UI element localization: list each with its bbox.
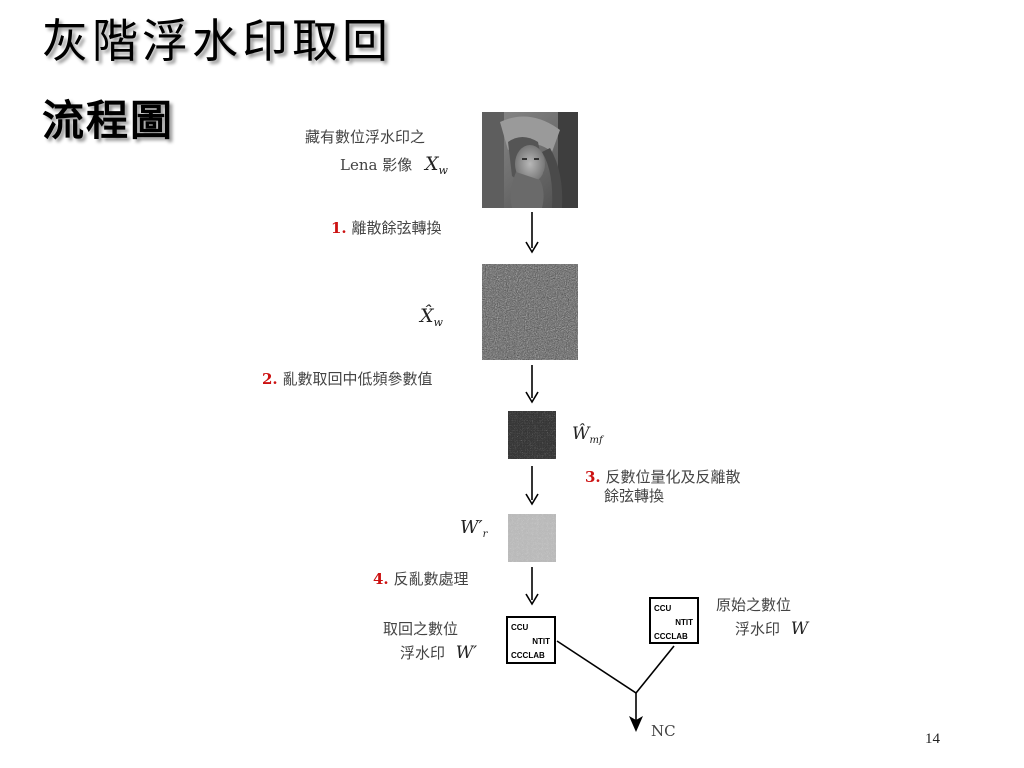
lena-symbol: X: [425, 153, 439, 175]
step-3-text-line2: 餘弦轉換: [604, 486, 665, 505]
step-4-text: 反亂數處理: [393, 570, 469, 588]
arrow-2-head: [525, 391, 539, 404]
arrow-1-head: [525, 241, 539, 254]
step-2-number: 2.: [262, 370, 278, 388]
step-1-number: 1.: [331, 219, 347, 237]
original-watermark-text-ccu: CCU: [654, 604, 672, 613]
step-3-label: 3. 反數位量化及反離散 餘弦轉換: [585, 468, 740, 506]
step-2-label: 2. 亂數取回中低頻參數值: [262, 370, 432, 389]
connector-original: [635, 645, 675, 694]
lena-label-line2: Lena 影像 Xw: [340, 153, 448, 178]
dct-symbol-sub: w: [433, 316, 443, 330]
mf-symbol-sub: mf: [589, 435, 603, 447]
lena-symbol-sub: w: [438, 164, 448, 177]
page-number: 14: [925, 731, 940, 747]
original-watermark-text-ccclab: CCCLAB: [654, 632, 688, 641]
mf-symbol: Ŵ: [572, 424, 590, 444]
connector-extracted: [556, 640, 637, 694]
nc-label: NC: [651, 722, 676, 740]
dct-symbol: X̂: [420, 305, 434, 327]
arrow-4-head: [525, 593, 539, 606]
extracted-label-text: 浮水印: [400, 644, 446, 662]
extracted-label-line1: 取回之數位: [383, 620, 459, 638]
original-watermark-text-ntit: NTIT: [675, 618, 693, 627]
step-2-text: 亂數取回中低頻參數值: [282, 370, 433, 388]
dct-coefficient-image: [482, 264, 578, 360]
mid-frequency-image: [508, 411, 556, 459]
original-label-line2: 浮水印 W: [735, 619, 808, 640]
watermark-text-ccclab: CCCLAB: [511, 651, 545, 660]
extracted-watermark-image: CCU NTIT CCCLAB: [506, 616, 556, 664]
scrambled-watermark-image: [508, 514, 556, 562]
slide-subtitle: 流程圖: [42, 96, 175, 145]
original-watermark-image: CCU NTIT CCCLAB: [649, 597, 699, 644]
wr-symbol: W′: [460, 517, 483, 538]
watermark-text-ntit: NTIT: [532, 637, 550, 646]
lena-image: [482, 112, 578, 208]
step-4-label: 4. 反亂數處理: [373, 570, 468, 589]
mf-label: Ŵmf: [572, 424, 603, 446]
lena-label-text: Lena 影像: [340, 156, 413, 174]
wr-label: W′r: [460, 517, 487, 540]
wr-symbol-sub: r: [482, 529, 488, 541]
step-3-number: 3.: [585, 468, 601, 486]
original-label-line1: 原始之數位: [716, 596, 792, 614]
original-symbol: W: [790, 619, 809, 639]
extracted-label-line2: 浮水印 W′: [400, 643, 477, 664]
step-3-text: 反數位量化及反離散: [605, 468, 741, 486]
step-1-label: 1. 離散餘弦轉換: [331, 219, 441, 238]
extracted-symbol: W′: [455, 643, 478, 663]
lena-label-line1: 藏有數位浮水印之: [305, 128, 426, 146]
step-4-number: 4.: [373, 570, 389, 588]
dct-label: X̂w: [420, 305, 443, 329]
slide-title: 灰階浮水印取回: [42, 14, 392, 68]
watermark-text-ccu: CCU: [511, 623, 529, 632]
nc-arrow-head: [629, 716, 643, 732]
step-1-text: 離散餘弦轉換: [351, 219, 442, 237]
original-label-text: 浮水印: [735, 620, 781, 638]
arrow-3-head: [525, 493, 539, 506]
